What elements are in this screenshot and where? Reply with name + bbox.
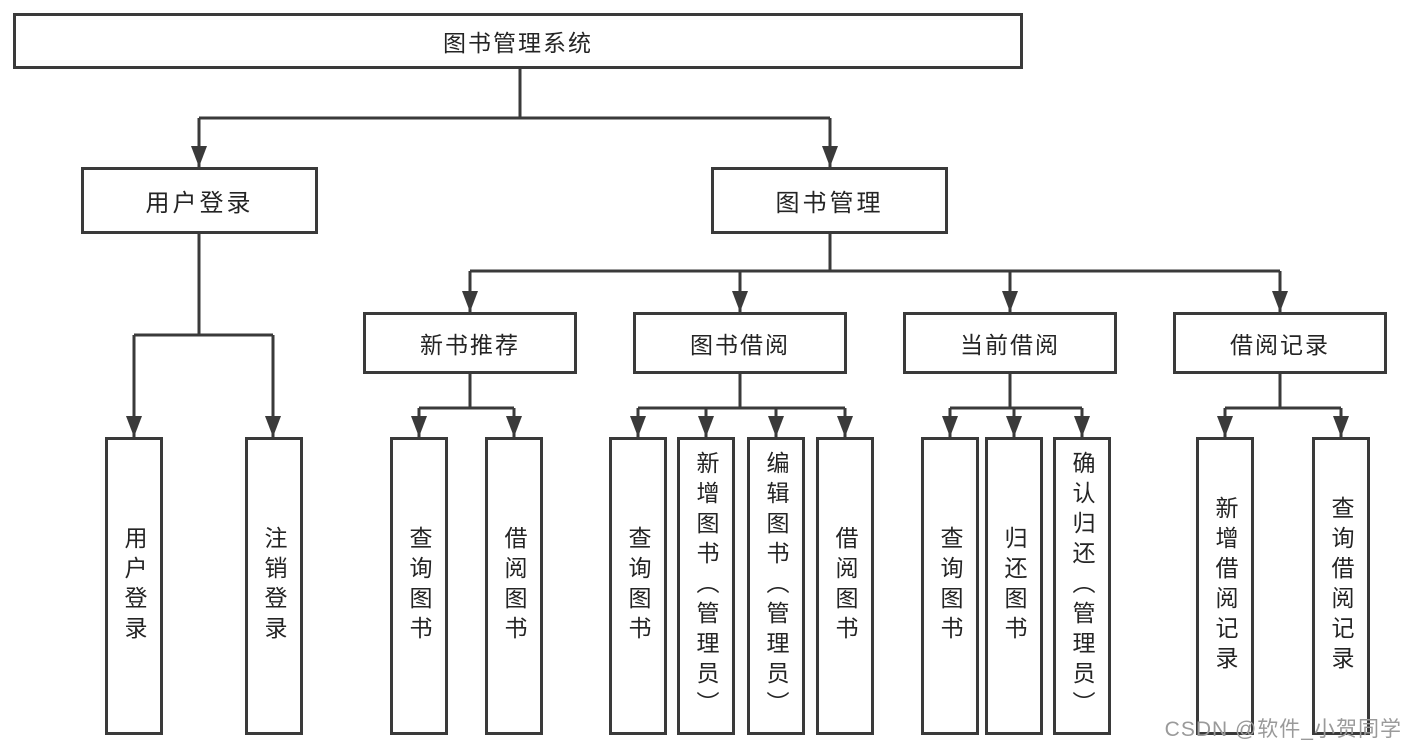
- leaf-query-books-recommend: 查询图书: [390, 437, 448, 735]
- leaf-confirm-return-admin: 确认归还（管理员）: [1053, 437, 1111, 735]
- arrowheads: [126, 146, 1349, 437]
- leaf-query-borrow-record: 查询借阅记录: [1312, 437, 1370, 735]
- node-current-borrowing: 当前借阅: [903, 312, 1117, 374]
- node-user-login: 用户登录: [81, 167, 318, 234]
- leaf-add-borrow-record: 新增借阅记录: [1196, 437, 1254, 735]
- leaf-logout: 注销登录: [245, 437, 303, 735]
- node-book-borrowing: 图书借阅: [633, 312, 847, 374]
- leaf-query-books-borrowing: 查询图书: [609, 437, 667, 735]
- node-book-management: 图书管理: [711, 167, 948, 234]
- leaf-add-books-admin: 新增图书（管理员）: [677, 437, 735, 735]
- leaf-edit-books-admin: 编辑图书（管理员）: [747, 437, 805, 735]
- node-library-management-system: 图书管理系统: [13, 13, 1023, 69]
- leaf-query-books-current: 查询图书: [921, 437, 979, 735]
- node-borrowing-records: 借阅记录: [1173, 312, 1387, 374]
- leaf-return-books: 归还图书: [985, 437, 1043, 735]
- leaf-user-login: 用户登录: [105, 437, 163, 735]
- node-new-book-recommend: 新书推荐: [363, 312, 577, 374]
- leaf-borrow-books-recommend: 借阅图书: [485, 437, 543, 735]
- watermark: CSDN @软件_小贺同学: [1164, 718, 1402, 741]
- leaf-borrow-books: 借阅图书: [816, 437, 874, 735]
